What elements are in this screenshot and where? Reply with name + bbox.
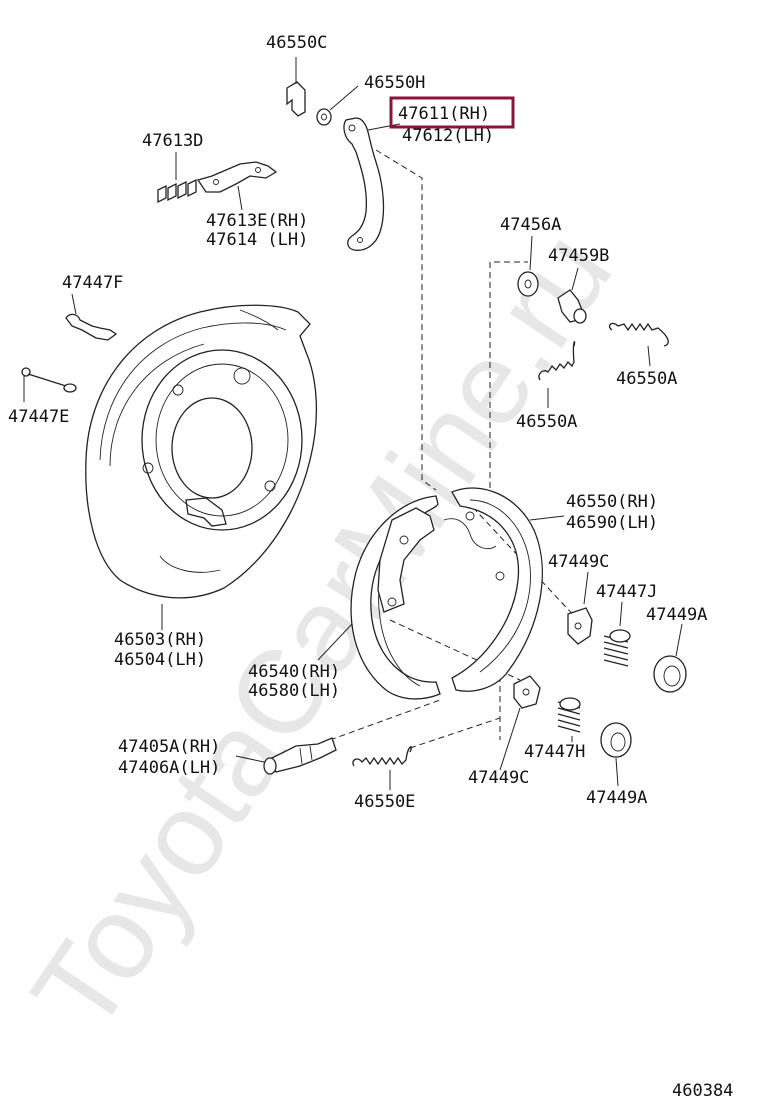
- part-46503-backing-plate[interactable]: [85, 304, 318, 630]
- part-47449c-retainer-2[interactable]: [499, 675, 541, 771]
- highlight-box: [389, 96, 515, 129]
- label-46590-lh[interactable]: 46590(LH): [566, 513, 658, 533]
- label-46550a-right[interactable]: 46550A: [616, 369, 677, 389]
- part-47456a-washer[interactable]: [517, 235, 539, 297]
- part-46550-brake-shoe[interactable]: [443, 487, 565, 692]
- label-47449c-lower[interactable]: 47449C: [468, 768, 529, 788]
- label-47449a-upper[interactable]: 47449A: [646, 605, 707, 625]
- label-47447j[interactable]: 47447J: [596, 582, 657, 602]
- part-47447h-spring[interactable]: [557, 697, 581, 742]
- label-47614-lh[interactable]: 47614 (LH): [206, 230, 308, 250]
- label-47447e[interactable]: 47447E: [8, 407, 69, 427]
- label-47612-lh[interactable]: 47612(LH): [402, 126, 494, 146]
- part-47449a-cup-2[interactable]: [600, 722, 632, 787]
- label-47447h[interactable]: 47447H: [524, 742, 585, 762]
- label-47611-rh[interactable]: 47611(RH): [398, 104, 490, 124]
- label-47406a-lh[interactable]: 47406A(LH): [118, 758, 220, 778]
- label-46580-lh[interactable]: 46580(LH): [248, 681, 340, 701]
- part-47449c-retainer-1[interactable]: [567, 571, 593, 645]
- part-47447j-spring[interactable]: [603, 601, 631, 667]
- label-46550h[interactable]: 46550H: [364, 73, 425, 93]
- label-47456a[interactable]: 47456A: [500, 215, 561, 235]
- part-46550c-clip[interactable]: [286, 57, 306, 117]
- label-47405a-rh[interactable]: 47405A(RH): [118, 737, 220, 757]
- label-47447f[interactable]: 47447F: [62, 273, 123, 293]
- watermark: ToyotaCarMine.ru: [7, 209, 637, 1055]
- diagram-code: 460384: [672, 1081, 733, 1101]
- part-47447e-pin[interactable]: [21, 367, 77, 402]
- label-46550a-center[interactable]: 46550A: [516, 412, 577, 432]
- part-47447f-guide[interactable]: [65, 293, 118, 341]
- label-46503-rh[interactable]: 46503(RH): [114, 630, 206, 650]
- label-46550e[interactable]: 46550E: [354, 792, 415, 812]
- part-46540-brake-shoe[interactable]: [317, 495, 441, 700]
- part-46550a-spring-1[interactable]: [538, 341, 576, 408]
- label-46540-rh[interactable]: 46540(RH): [248, 662, 340, 682]
- label-47449c-upper[interactable]: 47449C: [548, 552, 609, 572]
- label-46550c[interactable]: 46550C: [266, 33, 327, 53]
- label-47449a-lower[interactable]: 47449A: [586, 788, 647, 808]
- part-46550h-washer[interactable]: [316, 85, 359, 126]
- part-47613e-strut[interactable]: [196, 161, 278, 211]
- label-47613e-rh[interactable]: 47613E(RH): [206, 211, 308, 231]
- part-47405a-adjuster[interactable]: [235, 737, 337, 775]
- part-46550e-spring[interactable]: [352, 746, 412, 790]
- part-47613d-clips[interactable]: [157, 152, 197, 204]
- part-47459b-pin[interactable]: [557, 267, 587, 324]
- label-46550-rh[interactable]: 46550(RH): [566, 492, 658, 512]
- part-47611-parking-lever[interactable]: [343, 117, 401, 251]
- part-46550a-spring-2[interactable]: [608, 322, 669, 367]
- label-46504-lh[interactable]: 46504(LH): [114, 650, 206, 670]
- label-47459b[interactable]: 47459B: [548, 246, 609, 266]
- part-47449a-cup-1[interactable]: [653, 623, 687, 693]
- label-47613d[interactable]: 47613D: [142, 131, 203, 151]
